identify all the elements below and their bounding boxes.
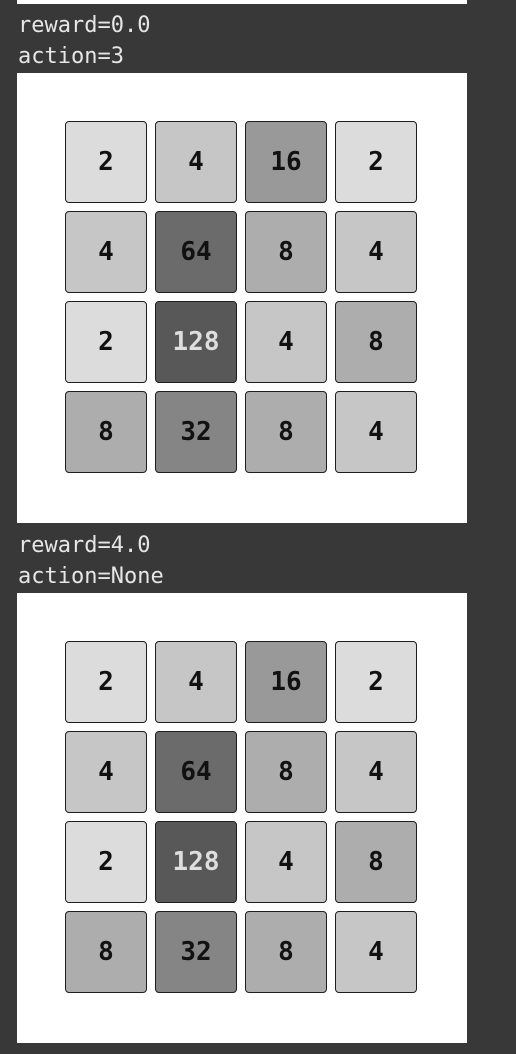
tile: 4 xyxy=(335,211,417,293)
tile: 16 xyxy=(245,121,327,203)
tile: 4 xyxy=(245,301,327,383)
tile: 8 xyxy=(245,911,327,993)
tile: 32 xyxy=(155,391,237,473)
reward-label: reward=4.0 xyxy=(18,533,151,558)
tile: 16 xyxy=(245,641,327,723)
reward-label: reward=0.0 xyxy=(18,13,151,38)
tile: 2 xyxy=(65,641,147,723)
tile: 8 xyxy=(245,211,327,293)
tile: 4 xyxy=(155,641,237,723)
tile: 4 xyxy=(335,731,417,813)
tile: 2 xyxy=(335,121,417,203)
tile: 128 xyxy=(155,301,237,383)
tile: 2 xyxy=(65,301,147,383)
previous-panel-edge xyxy=(17,0,467,4)
tile: 8 xyxy=(65,391,147,473)
tile: 4 xyxy=(335,391,417,473)
tile: 4 xyxy=(335,911,417,993)
tile: 8 xyxy=(245,731,327,813)
tile: 2 xyxy=(65,821,147,903)
tile: 8 xyxy=(65,911,147,993)
tile: 64 xyxy=(155,211,237,293)
tile: 64 xyxy=(155,731,237,813)
tile: 4 xyxy=(65,211,147,293)
tile: 2 xyxy=(65,121,147,203)
tile: 8 xyxy=(245,391,327,473)
tile: 4 xyxy=(65,731,147,813)
tile: 2 xyxy=(335,641,417,723)
tile: 128 xyxy=(155,821,237,903)
tile: 8 xyxy=(335,821,417,903)
tile: 4 xyxy=(245,821,327,903)
tile: 4 xyxy=(155,121,237,203)
tile: 8 xyxy=(335,301,417,383)
action-label: action=None xyxy=(18,564,164,589)
tile: 32 xyxy=(155,911,237,993)
action-label: action=3 xyxy=(18,44,124,69)
